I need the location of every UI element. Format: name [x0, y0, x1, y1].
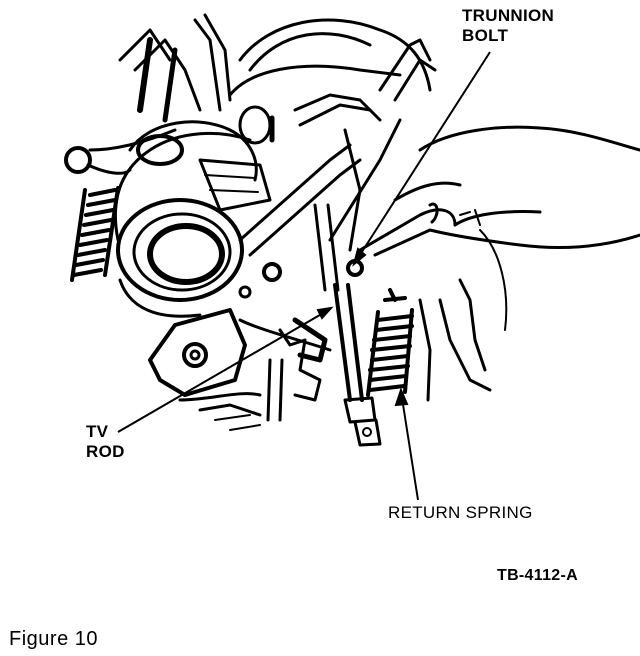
figure-caption: Figure 10 [9, 628, 98, 650]
reference-code: TB-4112-A [497, 567, 578, 584]
technician-hand [358, 125, 640, 257]
return-spring-label: RETURN SPRING [388, 503, 533, 522]
left-coil-spring [70, 186, 120, 282]
throttle-body [113, 105, 275, 318]
tv-rod-arrowhead [316, 306, 334, 320]
trunnion-leader [357, 51, 491, 259]
lower-engine-parts [148, 229, 508, 431]
linkage-levers [238, 38, 437, 299]
return-spring-leader [401, 397, 419, 501]
background-hoses [118, 13, 432, 123]
return-spring-part [366, 288, 414, 397]
leader-lines [117, 51, 491, 501]
return-spring-arrowhead [394, 387, 409, 407]
trunnion-bolt-label: TRUNNION BOLT [462, 6, 554, 46]
trunnion-label-line2: BOLT [462, 26, 509, 45]
tv-label-line1: TV [86, 422, 109, 441]
trunnion-label-line1: TRUNNION [462, 6, 555, 25]
tv-rod-part [313, 203, 382, 447]
tv-rod-label: TV ROD [86, 422, 125, 462]
tv-rod-leader [117, 311, 326, 433]
tv-label-line2: ROD [86, 442, 125, 461]
trunnion-arrowhead [352, 247, 367, 267]
